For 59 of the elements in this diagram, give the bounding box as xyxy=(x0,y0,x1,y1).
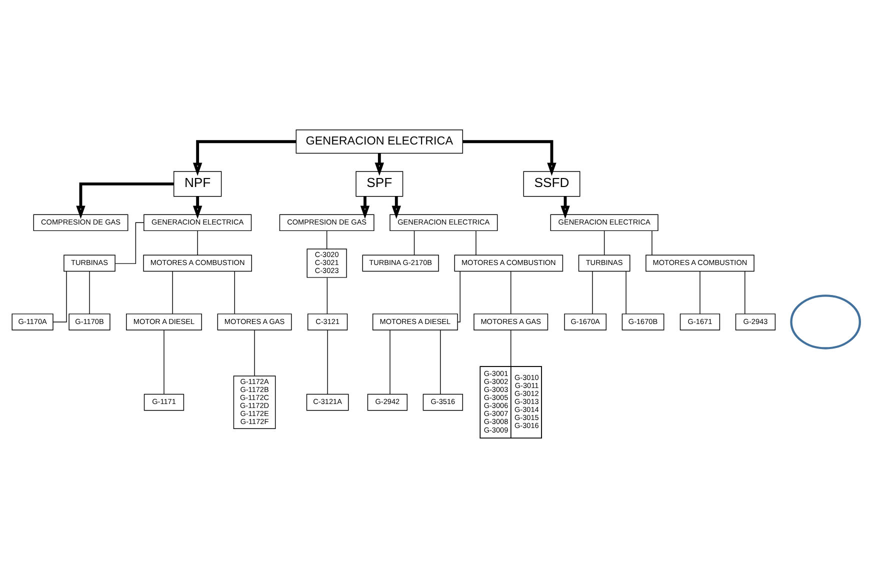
node-box: COMPRESION DE GAS xyxy=(33,214,128,232)
arrow xyxy=(560,196,570,219)
node-box: SSFD xyxy=(523,171,580,197)
node-box: C-3121A xyxy=(306,394,349,411)
arrow xyxy=(192,196,202,219)
node-box: GENERACION ELECTRICA xyxy=(144,214,252,232)
arrow xyxy=(392,196,401,219)
node-box: GENERACION ELECTRICA xyxy=(296,130,464,154)
node-box: G-1670A xyxy=(564,314,606,330)
node-circle xyxy=(790,294,861,350)
connector xyxy=(172,271,173,314)
node-box: G-1170A xyxy=(12,314,54,330)
connector xyxy=(414,230,415,256)
node-box: NPF xyxy=(173,171,222,197)
connector xyxy=(604,230,605,256)
connector xyxy=(457,271,460,322)
arrow xyxy=(192,140,296,176)
arrow xyxy=(462,140,556,176)
connector xyxy=(327,330,328,395)
connector xyxy=(89,271,90,314)
connector xyxy=(510,330,512,367)
node-box: G-2942 xyxy=(367,394,408,411)
node-box: G-1671 xyxy=(680,314,720,330)
node-box: MOTORES A GAS xyxy=(217,314,292,330)
node-box: G-3516 xyxy=(422,394,464,411)
connector xyxy=(440,330,441,395)
connector xyxy=(52,271,67,322)
node-box: MOTORES A DIESEL xyxy=(372,314,458,330)
connector xyxy=(510,271,512,314)
node-box: MOTOR A DIESEL xyxy=(126,314,202,330)
arrow xyxy=(360,196,370,219)
node-box: C-3020 C-3021 C-3023 xyxy=(306,248,347,278)
node-box: MOTORES A GAS xyxy=(474,314,548,330)
node-box: MOTORES A COMBUSTION xyxy=(143,254,252,272)
connector xyxy=(326,277,328,314)
node-box: GENERACION ELECTRICA xyxy=(550,214,658,232)
node-box: MOTORES A COMBUSTION xyxy=(646,254,754,272)
connector xyxy=(326,230,328,250)
node-box: G-1170B xyxy=(68,314,110,330)
node-box: TURBINAS xyxy=(578,254,630,272)
arrow xyxy=(76,182,174,219)
arrow xyxy=(374,153,384,176)
connector xyxy=(234,271,235,314)
node-box: MOTORES A COMBUSTION xyxy=(454,254,564,272)
node-box: C-3121 xyxy=(307,314,348,330)
node-box: COMPRESION DE GAS xyxy=(279,214,374,232)
connector xyxy=(254,330,255,376)
connector xyxy=(197,230,198,256)
node-box: G-2943 xyxy=(735,314,776,330)
connector xyxy=(114,222,144,264)
node-box: TURBINA G-2170B xyxy=(362,254,439,272)
node-box: G-1670B xyxy=(622,314,664,330)
node-box: GENERACION ELECTRICA xyxy=(390,214,498,232)
connector xyxy=(592,271,593,314)
node-box: G-1172A G-1172B G-1172C G-1172D G-1172E G-1172F xyxy=(233,376,276,429)
node-box: SPF xyxy=(356,171,404,197)
node-box: G-1171 xyxy=(144,394,184,411)
connector xyxy=(744,271,746,314)
node-box: TURBINAS xyxy=(64,254,116,272)
